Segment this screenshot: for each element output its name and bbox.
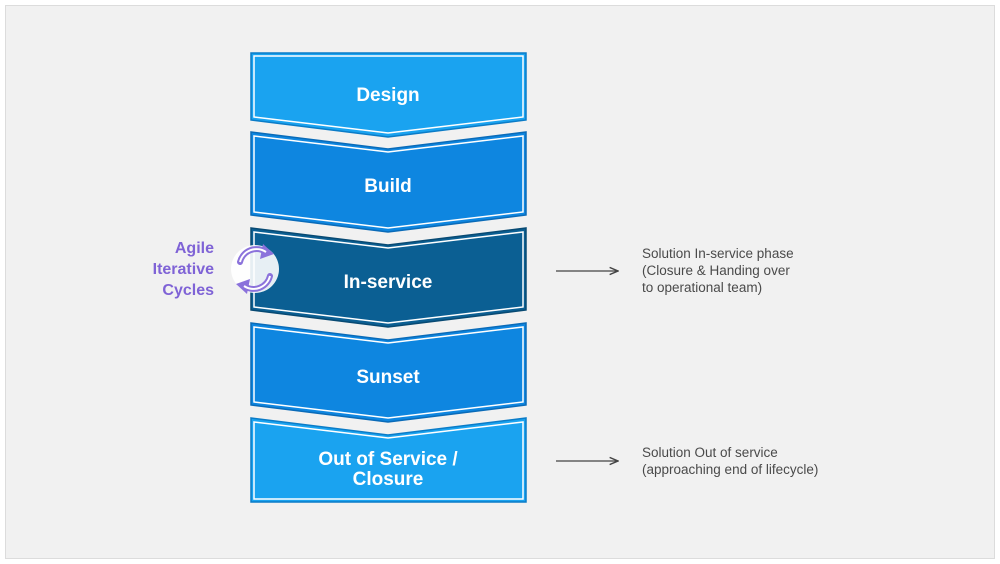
- cycle-arrows-icon: [231, 244, 279, 294]
- phase-in-service-label: In-service: [343, 272, 433, 293]
- note-in-service-line1: Solution In-service phase: [642, 246, 794, 261]
- note-in-service: Solution In-service phase (Closure & Han…: [642, 245, 902, 296]
- agile-line2: Iterative: [152, 261, 214, 278]
- phase-build-label: Build: [364, 176, 412, 197]
- note-in-service-line2: (Closure & Handing over: [642, 263, 790, 278]
- phase-design-shape: [250, 52, 527, 138]
- note-out-of-service-line2: (approaching end of lifecycle): [642, 462, 819, 477]
- agile-line3: Cycles: [162, 282, 214, 299]
- phase-sunset-shape: [250, 322, 527, 423]
- phase-build-shape: [250, 131, 527, 233]
- phase-out-of-service-shape: [250, 417, 527, 503]
- phase-design-label: Design: [356, 85, 420, 106]
- phase-out-of-service-label: Out of Service / Closure: [254, 450, 522, 490]
- phase-in-service-shape: [250, 227, 527, 328]
- agile-line1: Agile: [174, 240, 214, 257]
- note-out-of-service: Solution Out of service (approaching end…: [642, 444, 902, 478]
- phase-out-of-service-line2: Closure: [352, 469, 424, 490]
- phase-sunset-label: Sunset: [356, 367, 420, 388]
- phase-out-of-service-line1: Out of Service /: [318, 449, 458, 470]
- agile-cycles-label: Agile Iterative Cycles: [130, 238, 214, 301]
- note-out-of-service-line1: Solution Out of service: [642, 445, 778, 460]
- note-in-service-line3: to operational team): [642, 280, 763, 295]
